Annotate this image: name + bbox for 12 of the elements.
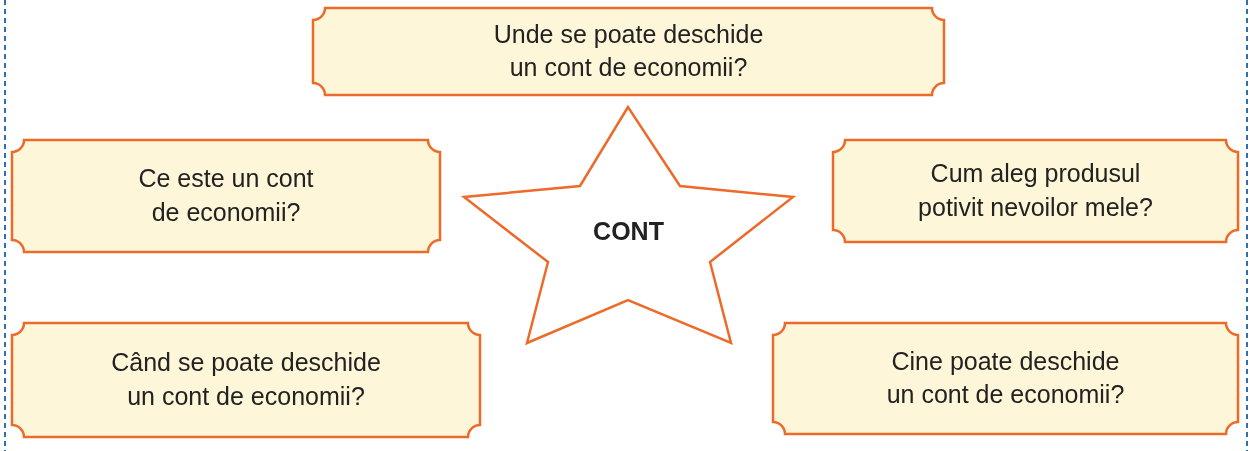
star-shape <box>462 105 795 345</box>
question-text: Ce este un cont de economii? <box>137 163 315 228</box>
question-text: Când se poate deschide un cont de economii? <box>110 347 382 412</box>
center-label: CONT <box>593 216 664 248</box>
question-card <box>833 140 1238 242</box>
question-text: Cine poate deschide un cont de economii? <box>885 345 1126 411</box>
question-card <box>773 323 1238 434</box>
question-card <box>313 8 944 95</box>
question-card <box>12 323 480 437</box>
question-text: Cum aleg produsul potivit nevoilor mele? <box>917 158 1154 223</box>
question-text: Unde se poate deschide un cont de economii? <box>492 18 765 84</box>
question-card <box>12 140 440 252</box>
